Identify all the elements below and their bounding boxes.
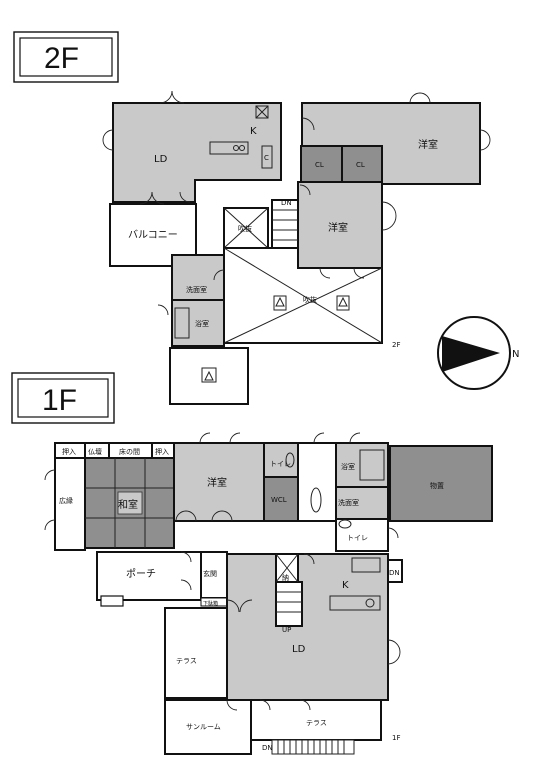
- 1f-tokonoma-label: 床の間: [119, 447, 140, 456]
- 2f-balcony-label: バルコニー: [128, 229, 178, 241]
- 1f-terrace-bottom-label: テラス: [306, 719, 327, 727]
- 2f-closet-2: [341, 145, 383, 183]
- 2f-western-main-label: 洋室: [418, 138, 438, 151]
- 2f-western-2-label: 洋室: [328, 221, 348, 234]
- 2f-kitchen-c: C: [264, 154, 269, 162]
- 2f-ld-room: [112, 102, 282, 203]
- 1f-engawa-label: 広縁: [59, 496, 73, 505]
- 1f-western-label: 洋室: [207, 476, 227, 489]
- 1f-western: [173, 442, 265, 522]
- 1f-dn2-label: DN: [389, 569, 400, 577]
- 1f-storage-label: 物置: [430, 481, 444, 490]
- 2f-washroom: [171, 254, 225, 301]
- 2f-bath-label: 浴室: [195, 319, 209, 328]
- plan-2f: LD K C 洋室 CL CL 洋室 DN 吹抜 吹抜: [102, 90, 491, 405]
- 1f-ld: [226, 553, 389, 701]
- compass: N: [437, 316, 519, 390]
- plan-1f: 広縁 押入 仏壇 床の間 押入 和室 洋室 トイレ WCL: [44, 432, 493, 755]
- 1f-sunroom-label: サンルーム: [186, 723, 221, 731]
- compass-north-label: N: [512, 349, 519, 360]
- 1f-engawa: [54, 457, 86, 551]
- 1f-entrance: [200, 551, 228, 599]
- 2f-stair-dn-label: DN: [281, 199, 292, 207]
- 1f-ld-label: LD: [292, 644, 306, 655]
- 1f-oshiire1-label: 押入: [62, 447, 76, 456]
- 1f-hall-upper: [297, 442, 337, 522]
- 1f-side-step: [387, 559, 403, 583]
- 2f-kitchen-label: K: [250, 126, 257, 137]
- 1f-washroom: [335, 486, 389, 520]
- 1f-toilet: [335, 518, 389, 552]
- 2f-void2-label: 吹抜: [303, 295, 317, 304]
- 2f-corner-label: 2F: [392, 341, 400, 349]
- 1f-porch: [96, 551, 202, 601]
- 1f-wcl-label: WCL: [271, 496, 287, 504]
- 1f-porch-label: ポーチ: [126, 568, 156, 580]
- 1f-storage: [389, 445, 493, 522]
- 1f-washitsu-label: 和室: [118, 498, 138, 511]
- 2f-washroom-label: 洗面室: [186, 285, 207, 294]
- 1f-oshiire2-label: 押入: [155, 447, 169, 456]
- 2f-ld-label: LD: [154, 154, 168, 165]
- 1f-toilet-v-label: トイレ: [270, 460, 291, 468]
- floor-2f-label: 2F: [44, 42, 79, 75]
- 1f-dn-label: DN: [262, 744, 273, 752]
- floor-label-2f: 2F: [13, 31, 119, 83]
- 2f-void1-label: 吹抜: [238, 224, 252, 233]
- 1f-kitchen-label: K: [342, 580, 349, 591]
- 1f-butsudan-label: 仏壇: [88, 447, 102, 456]
- 2f-lower-balcony: [169, 347, 249, 405]
- 1f-stair: [275, 581, 303, 627]
- floor-label-1f: 1F: [11, 372, 115, 424]
- 2f-cl1-label: CL: [315, 161, 324, 169]
- 1f-terrace-left: [164, 607, 228, 699]
- 1f-shoe-label: 下駄箱: [203, 600, 218, 607]
- 1f-sub-label: 納: [282, 573, 289, 582]
- 1f-washroom-label: 洗面室: [338, 498, 359, 507]
- 1f-toilet-label: トイレ: [347, 534, 368, 542]
- 1f-stair-up-label: UP: [282, 626, 291, 634]
- 2f-cl2-label: CL: [356, 161, 365, 169]
- 1f-entrance-label: 玄関: [203, 569, 217, 578]
- 1f-corner-label: 1F: [392, 734, 400, 742]
- floor-1f-label: 1F: [42, 384, 77, 417]
- 1f-terrace-left-label: テラス: [176, 657, 197, 665]
- 1f-bath-label: 浴室: [341, 462, 355, 471]
